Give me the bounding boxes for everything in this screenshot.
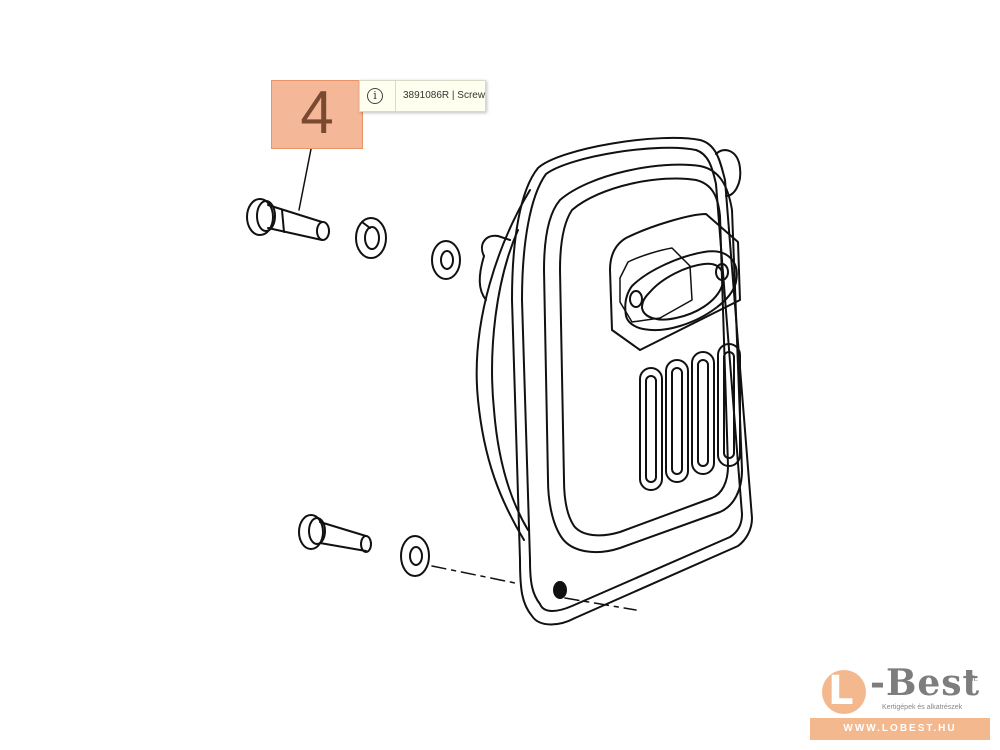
- info-icon[interactable]: i: [367, 88, 383, 104]
- logo-tagline: Kertigépek és alkatrészek: [882, 704, 963, 711]
- lock-washer: [355, 217, 387, 259]
- part-tooltip: i 3891086R | Screw: [359, 80, 486, 112]
- flat-washer-top: [431, 240, 461, 280]
- lobest-logo: L -Best Kft. Kertigépek és alkatrészek W…: [808, 662, 990, 742]
- screw-top: [246, 198, 330, 241]
- logo-url-bar: WWW.LOBEST.HU: [810, 718, 990, 740]
- axis-dash-line: [431, 565, 637, 611]
- tooltip-divider: [395, 81, 396, 111]
- tooltip-text: 3891086R | Screw: [403, 90, 486, 101]
- muffler: [475, 136, 753, 626]
- logo-url: WWW.LOBEST.HU: [843, 723, 957, 734]
- logo-mark: L: [828, 668, 854, 714]
- logo-wordmark: -Best: [870, 662, 981, 704]
- part-callout-box[interactable]: 4: [271, 79, 363, 149]
- part-callout-number: 4: [300, 79, 334, 146]
- logo-badge: [822, 670, 866, 714]
- callout-leader-line: [298, 148, 312, 211]
- flat-washer-bottom: [400, 535, 430, 577]
- screw-bottom: [298, 514, 372, 553]
- muffler-vent-slots: [639, 343, 741, 491]
- logo-suffix: Kft.: [966, 674, 979, 683]
